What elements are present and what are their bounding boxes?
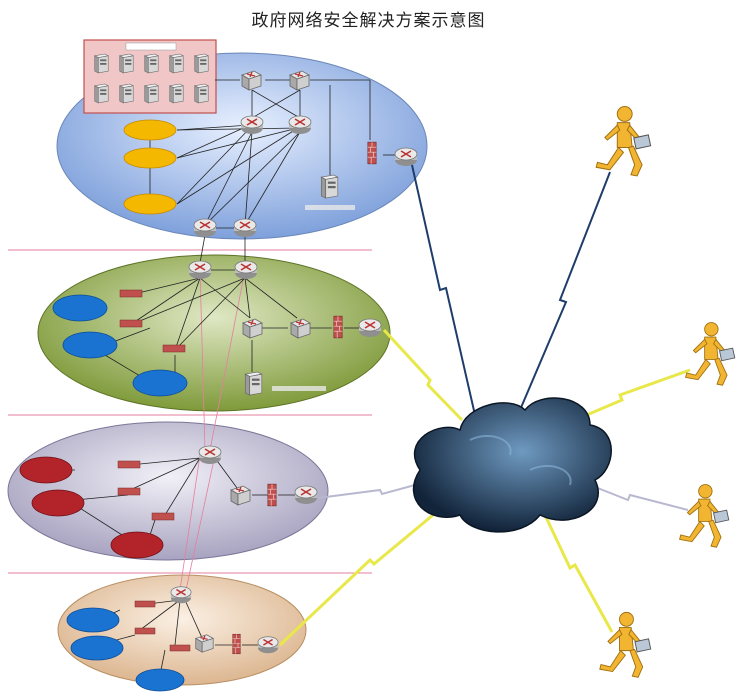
zone-4-endpoints [66, 607, 185, 692]
server-farm [83, 39, 217, 114]
zone-1-devices [193, 70, 418, 238]
zone-2-devices [188, 260, 382, 396]
zone-2-firewall-tags [119, 289, 186, 353]
zone-3-ellipse [7, 421, 329, 561]
zone-1-endpoints [123, 119, 177, 215]
remote-links [519, 171, 691, 633]
zone-1-links [149, 79, 395, 264]
zone-3-endpoints [19, 456, 164, 559]
wan-links [278, 164, 476, 647]
core-switch-icon [241, 70, 262, 91]
remote-users [595, 106, 736, 678]
page-title: 政府网络安全解决方案示意图 [251, 11, 486, 31]
core-switch-icon [289, 70, 310, 91]
internet-cloud-icon [412, 397, 612, 533]
person-icon [679, 484, 730, 548]
person-icon [685, 322, 736, 386]
zone-3-firewall-tags [117, 460, 175, 521]
zone-4-firewall-tags [134, 600, 191, 652]
inter-zone-links [179, 269, 246, 591]
zone-2-endpoints [52, 294, 188, 397]
person-icon [595, 106, 652, 177]
